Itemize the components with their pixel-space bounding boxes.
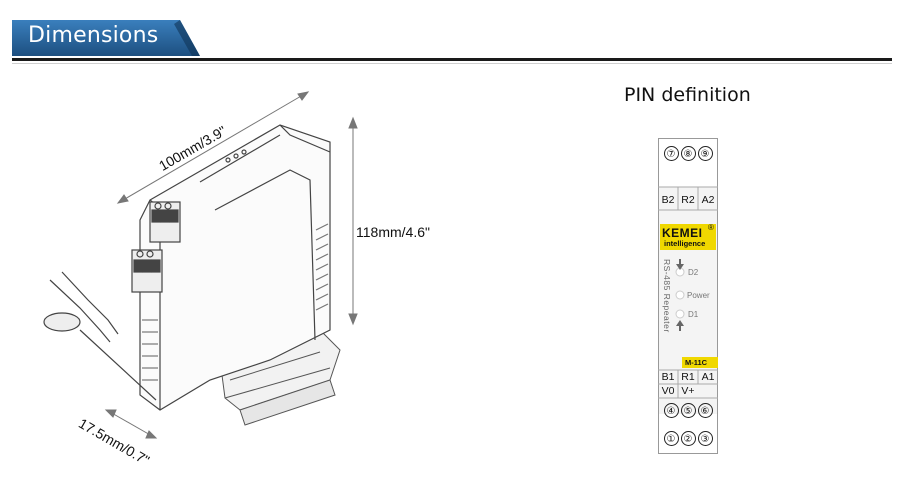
pin-9: ⑨ — [697, 146, 713, 161]
section-title: Dimensions — [28, 23, 159, 48]
pin-2: ② — [680, 431, 696, 446]
led-d1-label: D1 — [688, 310, 699, 319]
section-banner: Dimensions — [12, 20, 200, 60]
terminal-b2: B2 — [661, 194, 675, 206]
terminal-r1: R1 — [681, 371, 695, 383]
terminal-empty — [698, 384, 718, 398]
brand-subtitle: intelligence — [664, 239, 706, 248]
model-label: M-11C — [685, 358, 708, 367]
terminal-a2: A2 — [701, 194, 715, 206]
banner-shape — [12, 20, 200, 56]
bottom-pin-numbers-row2: ① ② ③ — [658, 431, 718, 446]
pin-5: ⑤ — [680, 403, 696, 418]
bottom-terminal-labels-row2: V0 V+ — [658, 384, 718, 398]
pin-1: ① — [663, 431, 679, 446]
header-divider-shadow — [12, 63, 892, 64]
top-terminal-labels: B2 R2 A2 — [658, 193, 718, 207]
bottom-pin-numbers-row1: ④ ⑤ ⑥ — [658, 403, 718, 418]
pin-8: ⑧ — [680, 146, 696, 161]
module-frame — [658, 138, 718, 454]
terminal-vplus: V+ — [681, 385, 695, 397]
top-pin-numbers: ⑦ ⑧ ⑨ — [658, 146, 718, 161]
pin-4: ④ — [663, 403, 679, 418]
brand-registered-mark: ® — [708, 223, 714, 232]
terminal-v0: V0 — [661, 385, 675, 397]
led-power-label: Power — [687, 291, 710, 300]
height-dimension-label: 118mm/4.6" — [356, 224, 430, 240]
terminal-a1: A1 — [701, 371, 715, 383]
device-drawing — [43, 91, 358, 439]
pin-6: ⑥ — [697, 403, 713, 418]
terminal-b1: B1 — [661, 371, 675, 383]
brand-logo: KEMEI — [662, 226, 703, 240]
pin-3: ③ — [697, 431, 713, 446]
dimension-arrows — [104, 91, 358, 439]
header-divider — [12, 58, 892, 61]
din-rail — [219, 329, 341, 426]
product-type-label: RS-485 Repeater — [662, 259, 672, 333]
pin-definition-title: PIN definition — [624, 84, 751, 106]
led-d2-label: D2 — [688, 268, 699, 277]
terminal-r2: R2 — [681, 194, 695, 206]
pin-module-diagram: ⑦ ⑧ ⑨ B2 R2 A2 KEMEI ® intelligence RS-4… — [658, 138, 718, 454]
pin-7: ⑦ — [663, 146, 679, 161]
bottom-terminal-labels-row1: B1 R1 A1 — [658, 370, 718, 384]
device-body — [43, 124, 331, 411]
